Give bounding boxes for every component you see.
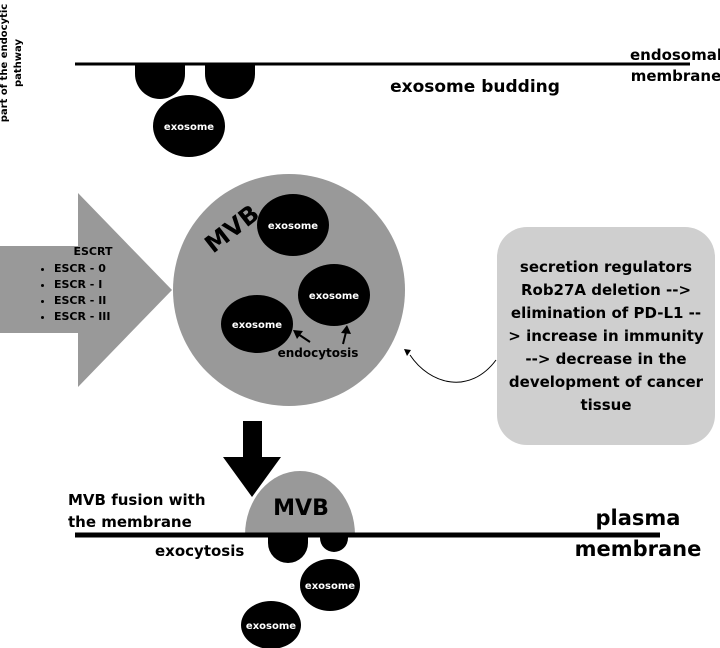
budding-bump-1 xyxy=(135,64,185,99)
exosome-top-label: exosome xyxy=(164,122,214,133)
fusion-label-1: MVB fusion with xyxy=(68,491,206,509)
mvb-exosome-2 xyxy=(298,264,370,326)
mvb-exosome-1 xyxy=(257,194,329,256)
exosome-bottom-1-label: exosome xyxy=(305,581,355,592)
exocytosis-label: exocytosis xyxy=(155,542,244,560)
escrt-list: ESCRT ESCR - 0 ESCR - I ESCR - II ESCR -… xyxy=(30,245,150,326)
endosomal-membrane-label-1: endosomal xyxy=(630,46,720,64)
mvb-dome-label: MVB xyxy=(273,496,329,521)
plasma-membrane-label-1: plasma xyxy=(596,506,681,530)
endosomal-membrane-label-2: membrane xyxy=(631,67,720,85)
mvb-dome xyxy=(245,471,355,535)
fusion-label-2: the membrane xyxy=(68,513,192,531)
exocytosis-bump-1 xyxy=(268,535,308,563)
escrt-item: ESCR - 0 xyxy=(54,262,150,275)
exosome-bottom-2 xyxy=(241,601,301,648)
mvb-exosome-2-label: exosome xyxy=(309,291,359,302)
exosome-budding-label: exosome budding xyxy=(390,77,560,97)
endocytosis-arrow-1 xyxy=(297,333,311,343)
escrt-item: ESCR - I xyxy=(54,278,150,291)
escrt-item: ESCR - II xyxy=(54,294,150,307)
regulator-connector-head xyxy=(404,349,411,356)
budding-bump-2 xyxy=(205,64,255,99)
exosome-bottom-2-label: exosome xyxy=(246,621,296,632)
plasma-membrane-label-2: membrane xyxy=(575,537,702,561)
mvb-circle xyxy=(173,174,405,406)
exocytosis-bump-2 xyxy=(320,535,348,552)
endocytosis-arrow-2 xyxy=(342,331,347,345)
exosome-bottom-1 xyxy=(300,559,360,611)
endocytosis-arrow-1-head xyxy=(293,330,303,339)
endocytosis-label: endocytosis xyxy=(278,346,359,360)
escrt-item: ESCR - III xyxy=(54,310,150,323)
secretion-regulators-box: secretion regulators Rob27A deletion -->… xyxy=(497,227,715,445)
endocytosis-arrow-2-head xyxy=(341,325,351,334)
mvb-exosome-1-label: exosome xyxy=(268,221,318,232)
exosome-top xyxy=(153,95,225,157)
mvb-exosome-3-label: exosome xyxy=(232,320,282,331)
regulator-connector xyxy=(409,354,497,383)
escrt-items: ESCR - 0 ESCR - I ESCR - II ESCR - III xyxy=(30,262,150,323)
down-arrow xyxy=(223,421,281,497)
escrt-arrow xyxy=(0,193,172,387)
escrt-title: ESCRT xyxy=(73,245,113,258)
secretion-regulators-text: secretion regulators Rob27A deletion -->… xyxy=(508,257,704,414)
mvb-exosome-3 xyxy=(221,295,293,353)
